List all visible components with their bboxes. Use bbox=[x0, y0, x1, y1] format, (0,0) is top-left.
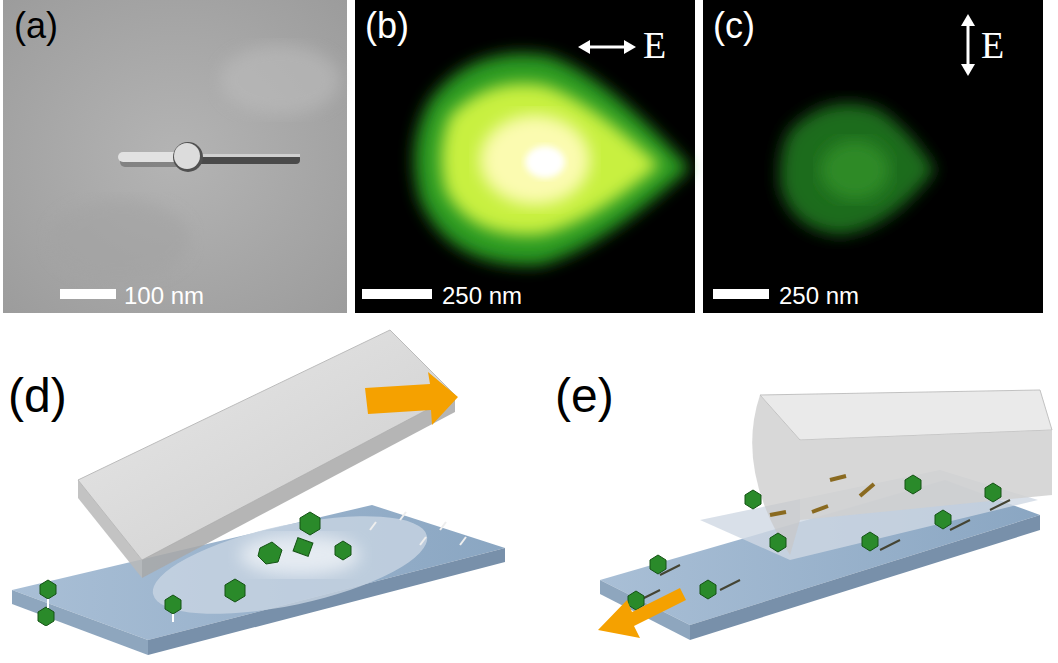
panel-label: (b) bbox=[365, 8, 409, 44]
scale-label: 250 nm bbox=[779, 284, 859, 308]
scale-label: 100 nm bbox=[124, 284, 204, 308]
shearing-illustration bbox=[598, 390, 1052, 640]
panel-label: (a) bbox=[14, 8, 58, 44]
panel-label: (e) bbox=[555, 372, 614, 420]
panel-label: (d) bbox=[8, 372, 67, 420]
field-label: E bbox=[643, 26, 666, 64]
fluorescence-panel bbox=[355, 0, 695, 313]
sem-panel bbox=[3, 0, 347, 313]
panel-label: (c) bbox=[713, 8, 755, 44]
peeling-illustration bbox=[12, 330, 505, 655]
scale-label: 250 nm bbox=[442, 284, 522, 308]
field-label: E bbox=[981, 26, 1004, 64]
fluorescence-panel bbox=[703, 0, 1043, 313]
